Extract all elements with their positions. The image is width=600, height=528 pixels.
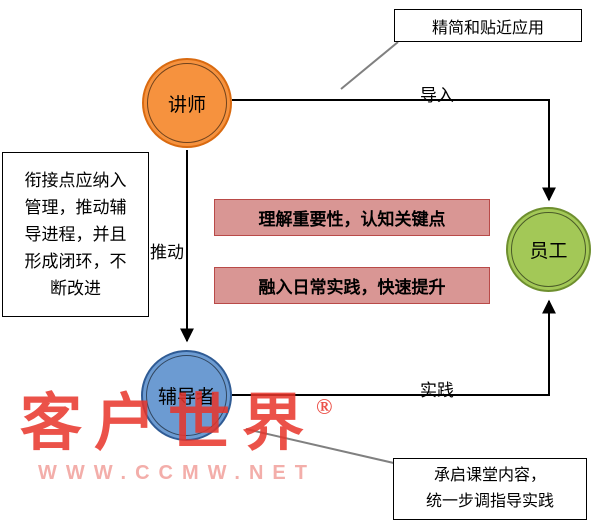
node-lecturer-circle: 讲师 [142, 58, 232, 148]
note-bottom: 承启课堂内容， 统一步调指导实践 [393, 458, 587, 520]
note-left: 衔接点应纳入 管理，推动辅 导进程，并且 形成闭环，不 断改进 [2, 152, 149, 317]
node-coach-circle: 辅导者 [141, 350, 232, 441]
node-coach-label: 辅导者 [157, 387, 215, 408]
note-top: 精简和贴近应用 [394, 9, 582, 42]
node-lecturer-label: 讲师 [167, 94, 206, 116]
key-point-box-1: 理解重要性，认知关键点 [214, 199, 490, 236]
node-employee-label: 员工 [529, 241, 568, 262]
arrow-import [232, 99, 556, 202]
edge-label-import: 导入 [420, 86, 454, 105]
connector-bottom-note [245, 428, 399, 465]
connector-top-note [340, 41, 399, 90]
arrow-practice [232, 299, 556, 396]
key-point-box-2: 融入日常实践，快速提升 [214, 267, 490, 304]
edge-label-practice: 实践 [420, 381, 454, 400]
node-employee-circle: 员工 [506, 207, 591, 292]
edge-label-push: 推动 [150, 243, 184, 262]
